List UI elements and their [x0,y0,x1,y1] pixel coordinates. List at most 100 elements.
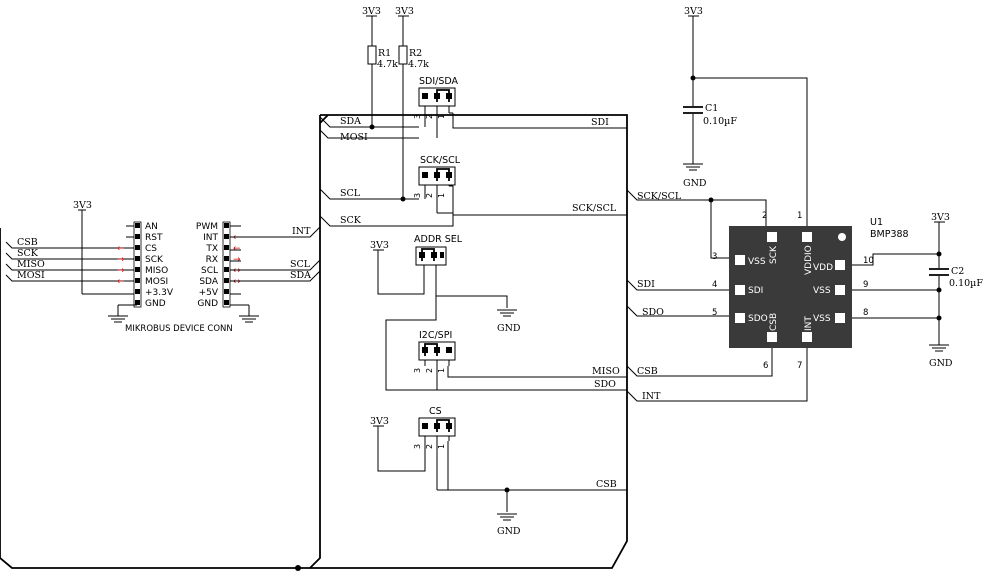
net-sdo-outer: SDO [642,307,664,318]
arrow-miso-icon: → [117,266,125,276]
jumper-i2c-spi: I2C/SPI 3 2 1 [413,330,456,390]
jumper-sdi-sda: SDI/SDA 3 2 1 [413,76,459,138]
jumper-addr-sel: ADDR SEL 3V3 GND [370,234,521,334]
jumper-sck-scl: SCK/SCL 3 2 1 [413,155,461,214]
mikrobus-gnd-right [230,304,259,323]
arrow-sda-icon: ↔ [233,277,241,287]
pin-rx: RX [206,255,218,265]
r2-value: 4.7k [408,59,429,70]
c2-3v3-label: 3V3 [931,212,950,223]
arrow-tx-icon: ← [233,244,241,254]
net-sck: SCK [340,215,362,226]
pin-scl: SCL [201,266,218,276]
chip-nets: SCK/SCL SDI SDO CSB INT 2 1 3 4 5 6 7 10… [626,189,874,402]
chip-pin-sdi: SDI [748,286,763,296]
mikrobus-3v3-label: 3V3 [73,200,92,211]
cs-3v3-label: 3V3 [370,416,389,427]
pin-int: INT [203,233,218,243]
inner-nets: SDA MOSI SCL SCK SDI SCK/SCL MISO SDO CS… [319,113,627,491]
pin-3v3: +3.3V [145,288,174,298]
pin-num-6: 6 [763,361,768,371]
pin-pwm: PWM [196,222,218,232]
arrow-scl-icon: ↔ [233,266,241,276]
i2c-spi-pin3: 3 [413,368,422,373]
chip-pin-sdo: SDO [748,314,768,324]
sdi-sda-pin2: 2 [425,114,434,119]
chip-pin-vddio: VDDIO [804,245,814,275]
chip-pin-vdd: VDD [813,263,833,273]
c2-value: 0.10µF [949,278,983,289]
mikrobus-left-nets: CSB SCK MISO MOSI [5,237,137,282]
pin-cs: CS [145,244,157,254]
jumper-addr-sel-label: ADDR SEL [414,234,463,245]
chip-part: BMP388 [870,229,909,240]
addr-3v3-label: 3V3 [370,240,389,251]
net-sck-left: SCK [17,248,39,259]
r1-value: 4.7k [377,59,398,70]
mikrobus-right-column: PWM INT TX RX SCL SDA +5V GND ← ← → ↔ ↔ [196,221,241,309]
sdi-sda-pin3: 3 [413,114,422,119]
net-sck-scl-outer: SCK/SCL [637,191,682,202]
arrow-int-icon: ← [233,233,241,243]
cap-c2: 3V3 GND C2 0.10µF [852,212,983,369]
net-sda-left: SDA [290,270,311,281]
net-sck-scl-inner: SCK/SCL [572,203,617,214]
pin-num-10: 10 [863,256,874,266]
net-scl: SCL [340,188,361,199]
jumper-cs-label: CS [429,406,442,417]
mikrobus-connector: 3V3 CSB SCK MISO MOSI [5,200,321,334]
net-mosi-left: MOSI [17,270,45,281]
c1-3v3-label: 3V3 [684,6,703,17]
r2-ref: R2 [409,48,422,59]
arrow-rx-icon: → [233,255,241,265]
pin-mosi: MOSI [145,277,168,287]
pin-gnd-right: GND [197,299,218,309]
net-csb-outer: CSB [637,366,658,377]
cs-pin1: 1 [437,444,446,449]
bus-outlines [0,114,628,571]
cs-pin2: 2 [425,444,434,449]
r2-3v3-label: 3V3 [395,6,414,17]
addr-gnd-label: GND [497,323,521,334]
chip-pin-vss-left: VSS [748,257,766,267]
pin-sck: SCK [145,255,164,265]
net-sdi-outer: SDI [637,279,655,290]
cap-c1: 3V3 GND C1 0.10µF [683,6,808,230]
pin-miso: MISO [145,266,168,276]
jumper-sck-scl-label: SCK/SCL [420,155,461,166]
net-sdi-inner: SDI [591,117,609,128]
pin-num-9: 9 [863,280,868,290]
c2-ref: C2 [951,266,964,277]
mikrobus-gnd-left [108,304,137,323]
chip-pin-sck: SCK [769,245,779,264]
c1-ref: C1 [705,103,718,114]
pin-num-8: 8 [863,308,868,318]
net-int-left: INT [292,226,311,237]
pullup-resistors: 3V3 R1 4.7k 3V3 R2 4.7k [362,6,429,202]
mikrobus-right-nets: INT SCL SDA [230,226,321,282]
pin-sda: SDA [199,277,218,287]
cs-pin3: 3 [413,444,422,449]
arrow-mosi-icon: ← [117,277,125,287]
r1-3v3-label: 3V3 [362,6,381,17]
net-miso-left: MISO [17,259,45,270]
pin-tx: TX [205,244,218,254]
jumper-cs: CS 3V3 GND 3 2 1 [370,406,521,537]
pin-an: AN [145,222,158,232]
net-scl-left: SCL [290,259,311,270]
sck-scl-pin2: 2 [425,193,434,198]
net-sda: SDA [340,116,361,127]
c1-gnd-label: GND [683,178,707,189]
pin-num-5: 5 [712,308,717,318]
cs-gnd-label: GND [497,526,521,537]
chip-pin-csb: CSB [769,313,779,331]
c2-gnd-label: GND [929,358,953,369]
mikrobus-title: MIKROBUS DEVICE CONN [125,324,233,334]
jumper-sdi-sda-label: SDI/SDA [419,76,459,87]
arrow-sck-icon: → [117,255,125,265]
net-sdo: SDO [594,379,616,390]
chip-pin-vss-right1: VSS [813,286,831,296]
chip-ref: U1 [870,217,883,228]
i2c-spi-pin1: 1 [437,368,446,373]
